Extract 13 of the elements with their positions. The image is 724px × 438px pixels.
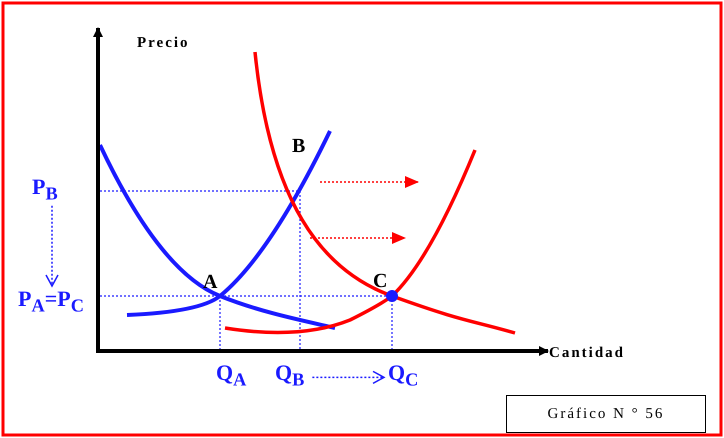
- quantity-label: Q$_{C}$: [388, 362, 418, 389]
- price-label: P$_{B}$: [32, 176, 58, 203]
- arrow: [45, 206, 59, 287]
- axis-title: Precio: [137, 36, 190, 51]
- caption-box: Gráfico N ° 56: [506, 395, 706, 433]
- quantity-label: Q$_{A}$: [216, 362, 246, 389]
- arrow: [312, 370, 385, 384]
- point-label: C: [373, 271, 388, 291]
- axis-title: Cantidad: [549, 346, 626, 361]
- point-label: A: [203, 272, 218, 292]
- point-label: B: [292, 136, 306, 156]
- quantity-label: Q$_{B}$: [275, 362, 304, 389]
- price-label: P$_{A}$=P$_{C}$: [18, 288, 84, 315]
